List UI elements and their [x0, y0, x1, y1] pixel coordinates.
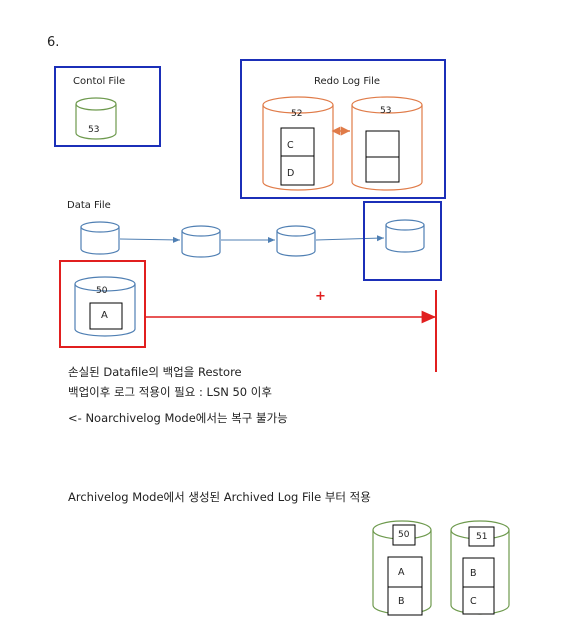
note-line-3: <- Noarchivelog Mode에서는 복구 불가능 [68, 411, 288, 425]
redo-53-cell-2 [365, 156, 400, 183]
timeline-arrow-3 [315, 235, 385, 242]
redo-53-cell-1 [365, 130, 400, 158]
data-file-cylinder-1 [80, 221, 120, 255]
data-file-cylinder-4 [385, 219, 425, 253]
archived-51-cell-b-text: B [470, 568, 477, 579]
redo-group1-label: 52 [291, 109, 303, 119]
restored-backup-cylinder [74, 276, 136, 337]
archived-51-label: 51 [476, 532, 488, 542]
control-file-cyl-label: 53 [88, 125, 100, 135]
restored-backup-box [59, 260, 146, 348]
current-data-file-box [363, 201, 442, 281]
archived-51-cell-c-text: C [470, 596, 477, 607]
archived-50-cell-b-text: B [398, 596, 405, 607]
note-line-1: 손실된 Datafile의 백업을 Restore [68, 365, 242, 379]
archived-50-label: 50 [398, 530, 410, 540]
control-file-box [54, 66, 161, 147]
redo-cylinder-53 [351, 96, 423, 191]
data-file-cylinder-3 [276, 225, 316, 257]
redo-cylinder-52 [262, 96, 334, 191]
redo-52-cell-d [280, 155, 315, 186]
redo-group1-cell-c: C [287, 140, 294, 151]
archived-50-cell-a-text: A [398, 567, 405, 578]
section-number: 6. [47, 35, 60, 50]
control-file-title: Contol File [73, 76, 126, 87]
restored-backup-cyl-label: 50 [96, 286, 108, 296]
restored-backup-cell-a [89, 302, 123, 330]
control-file-cylinder [75, 97, 117, 140]
restored-backup-cell-label: A [101, 310, 108, 321]
redo-group2-label: 53 [380, 106, 392, 116]
archived-51-label-box [468, 526, 495, 547]
redo-group1-cell-d: D [287, 168, 295, 179]
redo-log-box [240, 59, 446, 199]
archived-50-cell-a [387, 556, 423, 588]
archived-51-cell-c [462, 586, 495, 615]
note-line-2: 백업이후 로그 적용이 필요 : LSN 50 이후 [68, 385, 272, 399]
archived-51-cell-b [462, 557, 495, 588]
redo-log-title: Redo Log File [314, 76, 381, 87]
redo-52-cell-c [280, 127, 315, 157]
data-file-cylinder-2 [181, 225, 221, 258]
archived-50-label-box [392, 524, 416, 546]
data-file-title: Data File [67, 200, 111, 211]
timeline-arrow-1 [119, 236, 181, 243]
plus-marker: + [315, 289, 326, 304]
archived-50-cell-b [387, 586, 423, 616]
note-line-4: Archivelog Mode에서 생성된 Archived Log File … [68, 490, 371, 504]
